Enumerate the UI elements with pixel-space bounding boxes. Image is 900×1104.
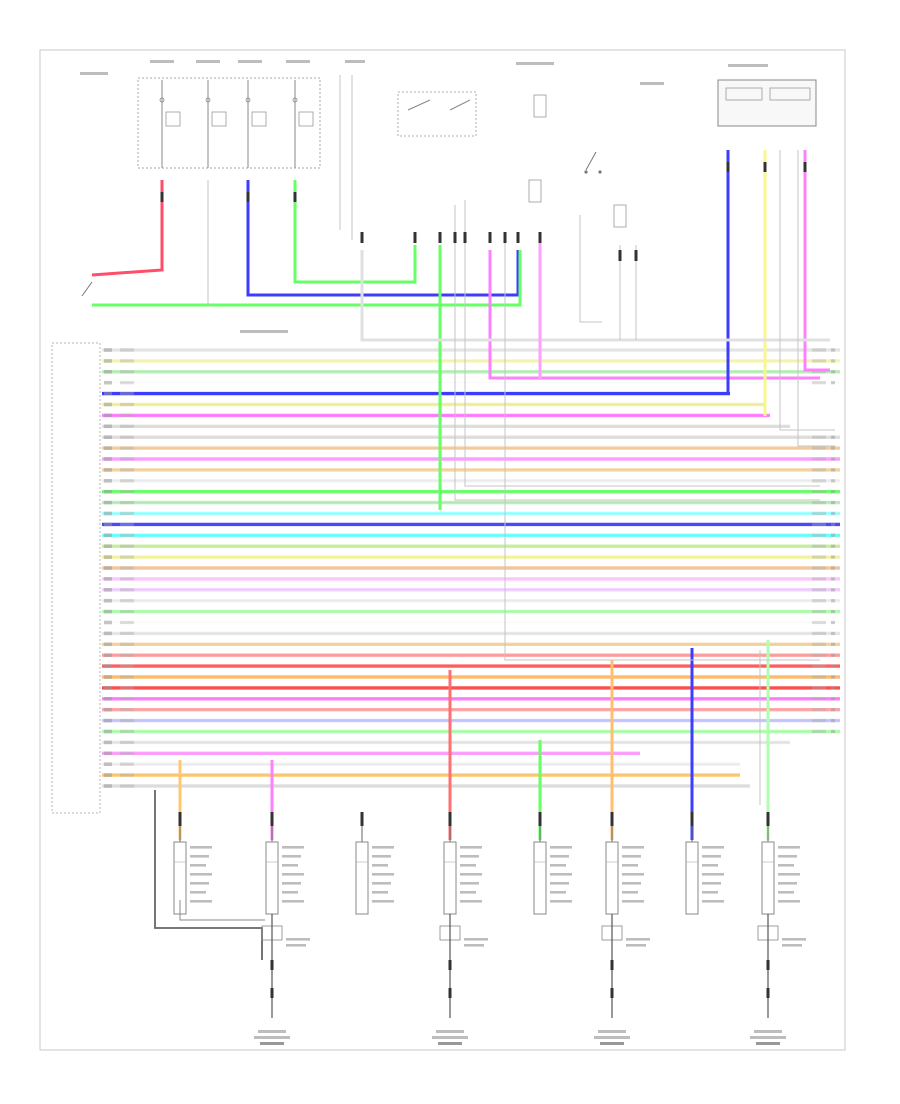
vertical-wires: [91, 75, 835, 840]
harness-wire: [102, 566, 840, 570]
sensor-icon: [265, 812, 304, 915]
ground-icon: [750, 914, 806, 1045]
sensor-icon: [443, 812, 482, 915]
relay-icon: [245, 80, 267, 168]
ground-icon: [594, 914, 650, 1045]
harness-wire: [102, 653, 840, 657]
harness-wire: [102, 642, 840, 647]
ground-icon: [254, 914, 310, 1045]
harness-wire: [102, 359, 840, 363]
harness-wire: [102, 522, 840, 527]
vertical-wire: [92, 250, 522, 307]
harness-wire: [102, 380, 840, 385]
diagram-frame: [39, 49, 846, 1051]
harness-wire: [102, 489, 840, 494]
harness-wire: [102, 631, 840, 636]
harness-wire: [102, 435, 840, 439]
harness-wire: [102, 697, 840, 701]
harness-wire: [102, 707, 840, 712]
harness-wire: [102, 370, 840, 374]
thin-routing-lines: [207, 75, 835, 805]
ground-points: [254, 914, 806, 1045]
ground-wire: [154, 790, 263, 960]
harness-wire: [102, 751, 640, 756]
harness-wire: [102, 424, 790, 429]
relay-icon: [205, 80, 227, 168]
harness-wires: [102, 348, 840, 788]
harness-wire: [102, 773, 740, 777]
relay-icon: [613, 204, 627, 228]
harness-wire: [102, 598, 840, 603]
sensor-units: [154, 790, 800, 960]
harness-wire: [102, 511, 840, 516]
harness-wire: [102, 391, 730, 396]
harness-wire: [102, 762, 740, 766]
relay-icon: [528, 179, 542, 203]
vertical-wire: [91, 180, 164, 277]
upper-components: [80, 60, 817, 333]
harness-wire: [102, 413, 770, 418]
harness-wire: [102, 555, 840, 559]
sensor-icon: [355, 812, 394, 915]
sensor-icon: [605, 812, 644, 915]
harness-wire: [102, 348, 840, 352]
harness-wire: [102, 784, 750, 788]
vertical-wire: [726, 150, 730, 394]
harness-wire: [102, 620, 840, 625]
harness-wire: [102, 457, 840, 461]
harness-wire: [102, 609, 840, 614]
harness-wire: [102, 446, 840, 450]
relay-icon: [533, 94, 547, 118]
sensor-icon: [761, 812, 800, 915]
relay-icon: [159, 80, 181, 168]
harness-wire: [102, 588, 840, 592]
harness-wire: [102, 718, 840, 723]
harness-wire: [102, 402, 765, 407]
vertical-wire: [293, 180, 417, 284]
harness-wire: [102, 479, 840, 483]
harness-wire: [102, 686, 840, 690]
relay-icon: [397, 91, 477, 137]
harness-wire: [102, 577, 840, 581]
ground-icon: [432, 914, 488, 1045]
harness-wire: [102, 468, 840, 472]
control-module: [51, 342, 101, 814]
harness-wire: [102, 500, 840, 505]
harness-wire: [102, 664, 840, 668]
harness-wire: [102, 533, 840, 538]
vertical-wire: [763, 150, 767, 416]
sensor-icon: [173, 812, 212, 915]
switch-icon: [81, 151, 602, 297]
control-module-box: [51, 342, 101, 814]
sensor-icon: [685, 812, 724, 915]
harness-wire: [102, 740, 790, 745]
harness-wire: [102, 675, 840, 679]
relay-icon: [292, 80, 314, 168]
harness-wire: [102, 729, 840, 734]
vertical-wire: [803, 150, 830, 372]
connector-icon: [717, 79, 817, 127]
relay-block: [137, 77, 321, 169]
vertical-wire: [360, 250, 830, 342]
vertical-wire: [488, 250, 820, 380]
vertical-wire: [246, 180, 520, 297]
sensor-icon: [533, 812, 572, 915]
harness-wire: [102, 544, 840, 548]
